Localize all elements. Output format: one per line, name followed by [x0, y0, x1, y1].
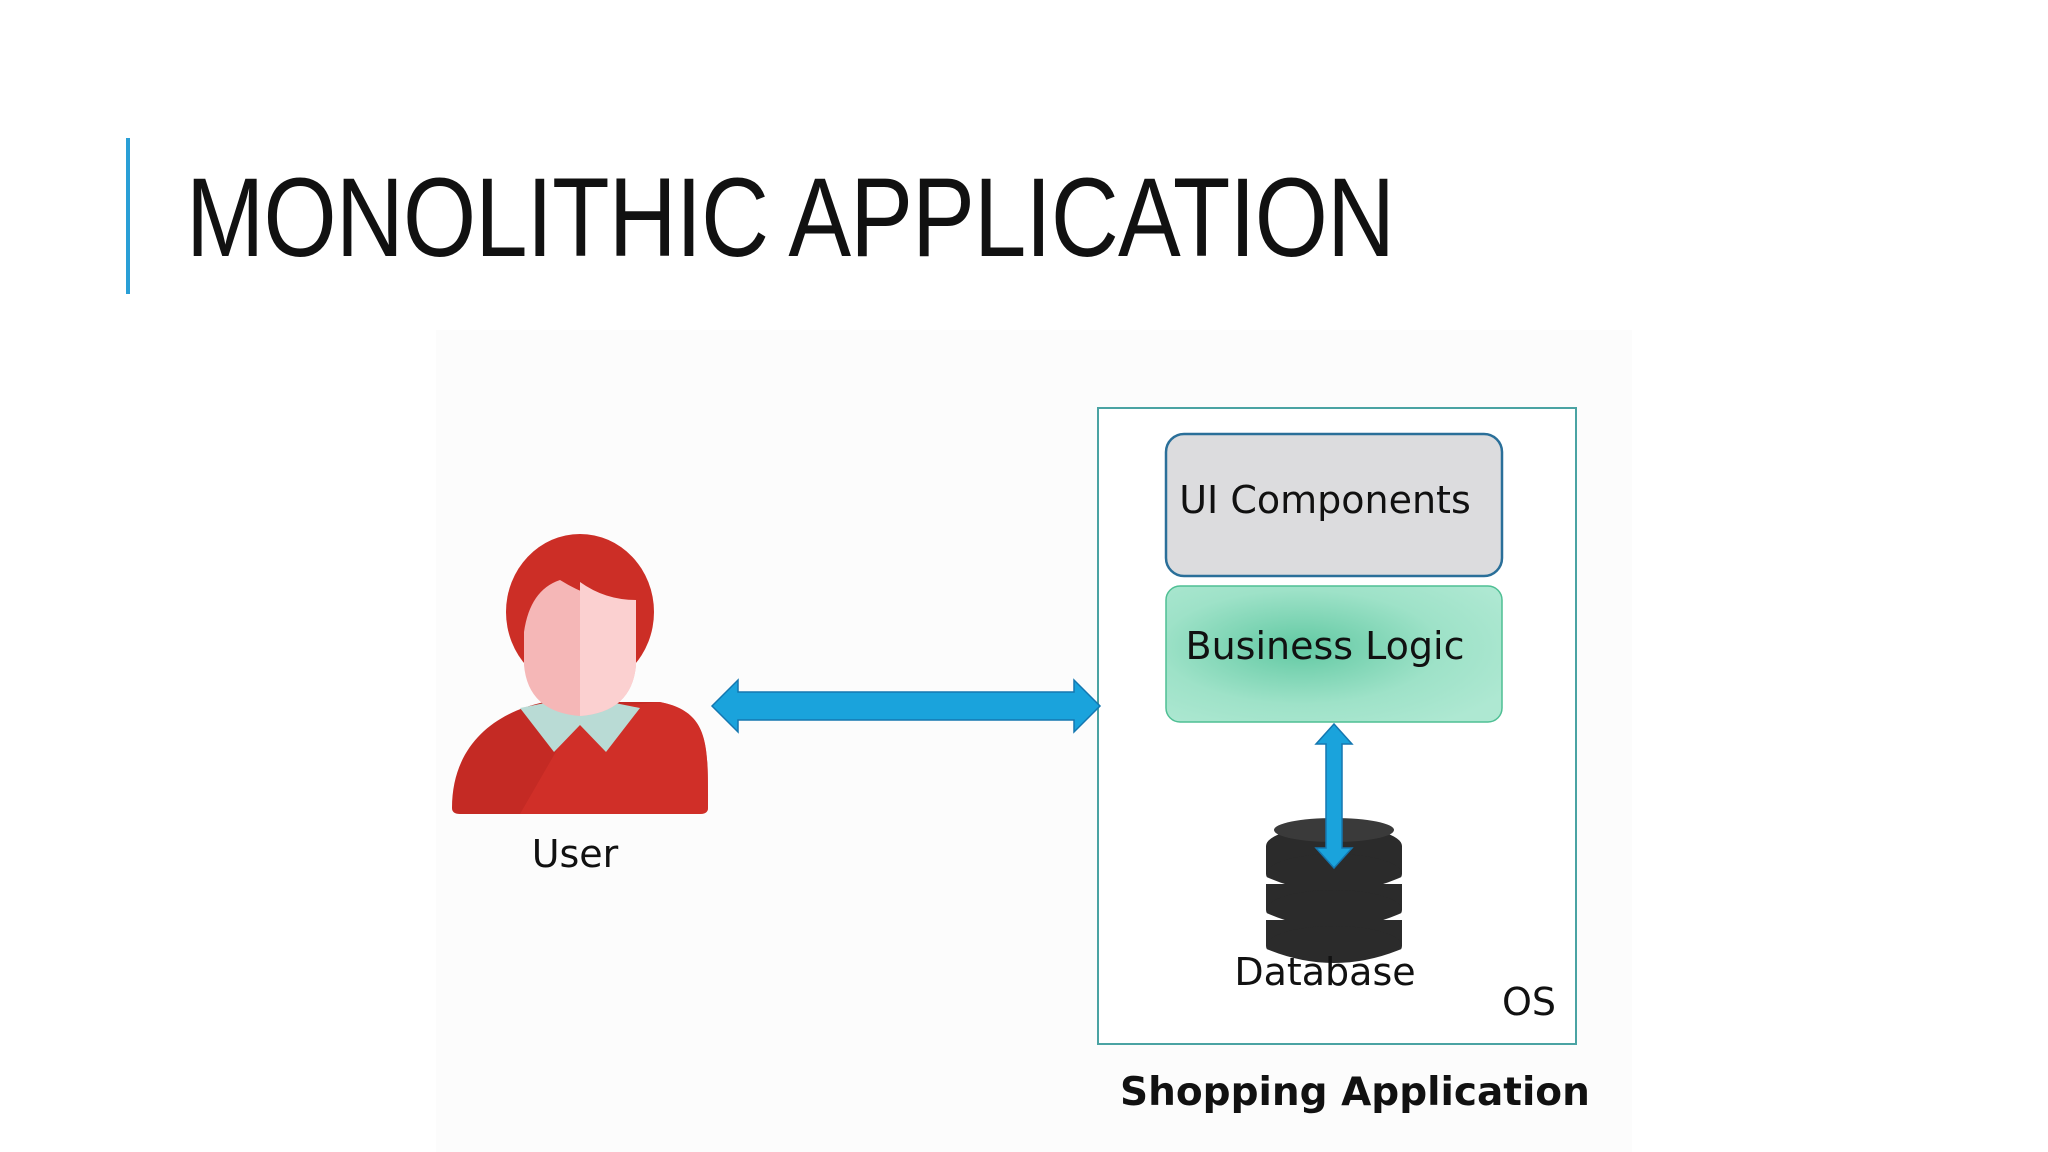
user-icon: [452, 534, 709, 814]
user-label: User: [531, 832, 619, 876]
business-logic-box: [1165, 585, 1503, 723]
double-arrow-icon: [710, 678, 1102, 734]
ui-components-label: UI Components: [1179, 478, 1471, 522]
page-title: MONOLITHIC APPLICATION: [186, 155, 1395, 280]
business-logic-label: Business Logic: [1185, 624, 1465, 668]
application-label: Shopping Application: [1120, 1070, 1590, 1115]
database-icon: [1264, 818, 1404, 969]
ui-components-box: [1164, 432, 1504, 578]
title-accent-bar: [126, 138, 130, 294]
vertical-double-arrow-icon: [1314, 722, 1354, 870]
database-label: Database: [1234, 950, 1416, 994]
os-label: OS: [1501, 980, 1556, 1024]
